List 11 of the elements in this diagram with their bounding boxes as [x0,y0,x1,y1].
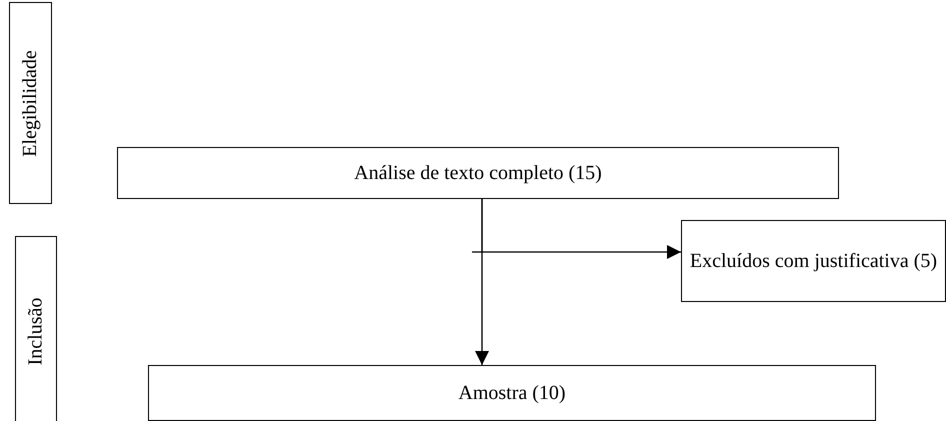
stage-label-box [9,2,52,204]
stage-label: Inclusão [24,297,48,365]
stage-label-box [15,236,57,421]
process-box [117,147,839,199]
process-box [681,220,946,302]
box-text: Análise de texto completo (15) [354,160,602,186]
box-text: Excluídos com justificativa (5) [690,248,938,274]
stage-label: Elegibilidade [18,50,42,156]
box-text: Amostra (10) [458,380,566,406]
process-box [148,365,876,421]
arrow [471,198,682,259]
